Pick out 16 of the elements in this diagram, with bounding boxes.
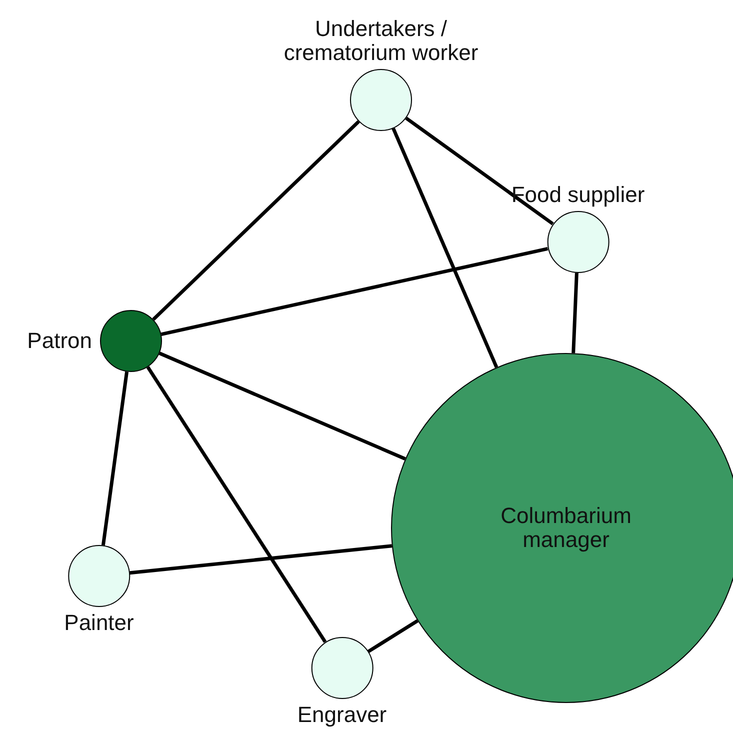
node-label: Food supplier: [511, 183, 645, 207]
connector-line: [392, 128, 498, 368]
node-label: Engraver: [297, 703, 387, 727]
connector-line: [130, 544, 392, 575]
connector-line: [160, 247, 548, 336]
connector-line: [405, 116, 554, 226]
connector-line: [572, 272, 578, 354]
connector-line: [158, 352, 406, 460]
node-label: Patron: [27, 329, 92, 353]
connector-line: [152, 120, 360, 321]
node-label: Columbarium manager: [500, 504, 632, 552]
connector-line: [146, 366, 327, 643]
connector-line: [101, 371, 129, 546]
node-label: Painter: [64, 611, 134, 635]
node-label: Undertakers / crematorium worker: [282, 17, 480, 65]
connector-line: [367, 619, 419, 654]
